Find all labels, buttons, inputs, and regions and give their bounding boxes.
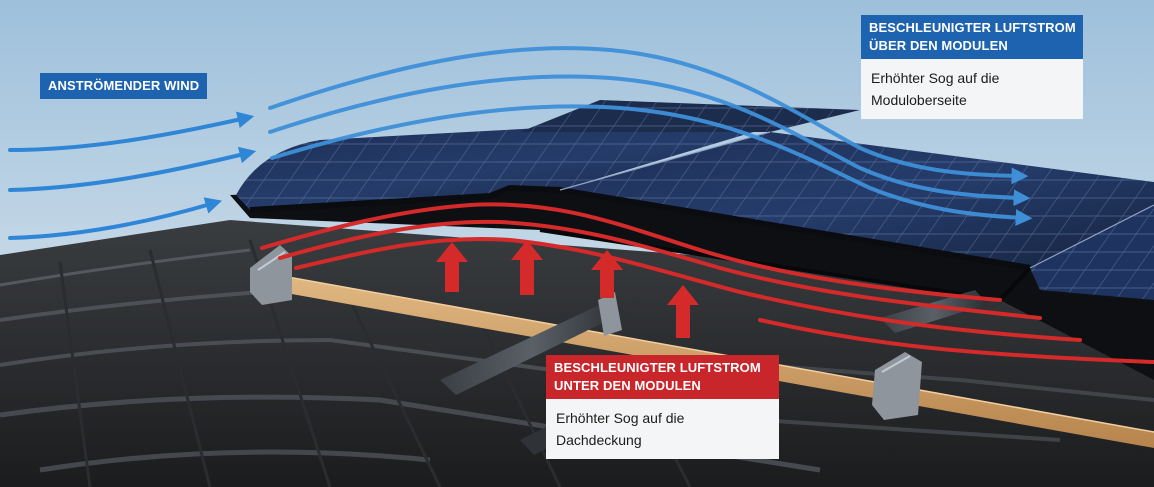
over-module-airflow	[268, 46, 1033, 226]
top-callout-body: Erhöhter Sog auf die Moduloberseite	[861, 59, 1083, 119]
wind-arrow	[8, 146, 257, 192]
top-callout-body-line: Moduloberseite	[871, 92, 967, 108]
bottom-callout-title-line: UNTER DEN MODULEN	[554, 378, 701, 393]
bottom-callout-body-line: Dachdeckung	[556, 432, 642, 448]
top-callout: BESCHLEUNIGTER LUFTSTROM ÜBER DEN MODULE…	[861, 15, 1083, 119]
under-module-airflow	[260, 202, 1154, 364]
top-callout-title-line: ÜBER DEN MODULEN	[869, 38, 1008, 53]
wind-arrow	[8, 111, 255, 152]
up-arrow-icon	[511, 240, 543, 295]
bottom-callout: BESCHLEUNIGTER LUFTSTROM UNTER DEN MODUL…	[546, 355, 779, 459]
bottom-callout-body: Erhöhter Sog auf die Dachdeckung	[546, 399, 779, 459]
top-callout-body-line: Erhöhter Sog auf die	[871, 70, 1000, 86]
top-callout-title: BESCHLEUNIGTER LUFTSTROM ÜBER DEN MODULE…	[861, 15, 1083, 59]
up-arrow-icon	[667, 285, 699, 338]
suction-arrows	[436, 240, 699, 338]
bottom-callout-body-line: Erhöhter Sog auf die	[556, 410, 685, 426]
wind-arrow	[270, 104, 1033, 226]
roof-hooks	[250, 245, 922, 420]
bottom-callout-title-line: BESCHLEUNIGTER LUFTSTROM	[554, 360, 761, 375]
red-flow-line	[758, 318, 1154, 364]
red-flow-line	[278, 219, 1042, 320]
wind-arrow	[268, 46, 1029, 185]
red-flow-line	[294, 236, 1082, 342]
wind-arrow	[8, 197, 223, 240]
wind-label: ANSTRÖMENDER WIND	[40, 73, 208, 99]
top-callout-title-line: BESCHLEUNIGTER LUFTSTROM	[869, 20, 1076, 35]
bottom-callout-title: BESCHLEUNIGTER LUFTSTROM UNTER DEN MODUL…	[546, 355, 779, 399]
wind-arrow	[268, 74, 1031, 207]
red-flow-line	[260, 202, 1002, 302]
up-arrow-icon	[436, 242, 468, 292]
up-arrow-icon	[591, 250, 623, 298]
wind-callout: ANSTRÖMENDER WIND	[40, 73, 208, 99]
incoming-wind	[8, 111, 257, 240]
